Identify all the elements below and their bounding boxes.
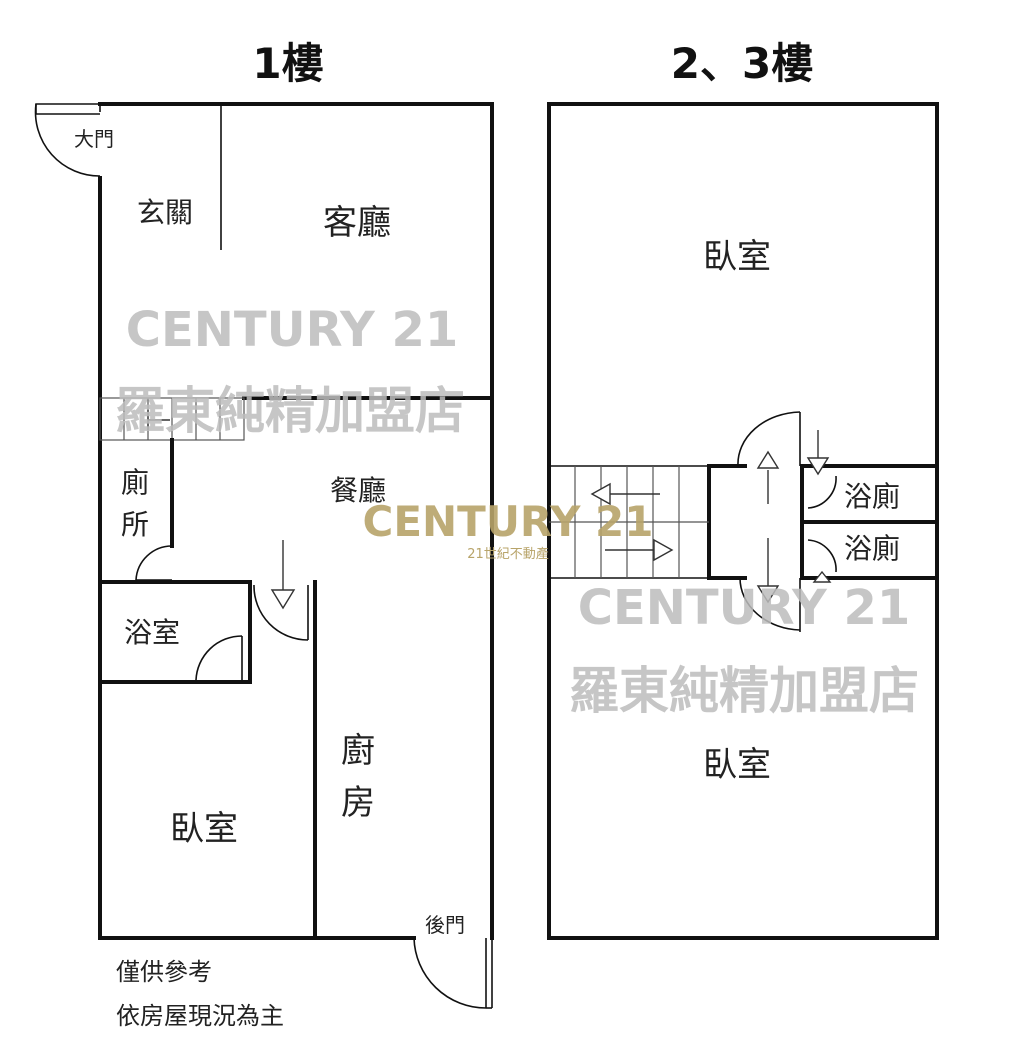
dining-room-label: 餐廳 [330, 474, 386, 507]
floor1-bedroom-label: 臥室 [170, 809, 238, 849]
floor23-plan [547, 102, 939, 940]
disclaimer-line-1: 僅供參考 [116, 958, 212, 986]
bath-top-label: 浴廁 [844, 480, 900, 513]
living-room-label: 客廳 [323, 203, 391, 243]
watermark-store-right: 羅東純精加盟店 [569, 662, 919, 720]
bath-bottom-door [807, 539, 837, 573]
toilet-label-2: 所 [121, 508, 149, 541]
kitchen-label-2: 房 [341, 783, 375, 823]
floor23-title: 2、3樓 [671, 39, 813, 88]
floor23-bedroom-bottom-label: 臥室 [703, 745, 771, 785]
main-door-label: 大門 [74, 127, 114, 151]
back-door-swing [413, 937, 487, 1009]
watermark-store-left: 羅東純精加盟店 [115, 382, 465, 440]
bath-door-swing [195, 635, 243, 681]
back-door-label: 後門 [425, 913, 465, 937]
floor23-stairs [549, 466, 709, 578]
watermark-brand-right: CENTURY 21 [578, 580, 911, 636]
toilet-label-1: 廁 [121, 466, 149, 499]
kitchen-label-1: 廚 [341, 731, 375, 771]
toilet-door-swing [135, 545, 173, 581]
watermark-sub-center: 21世紀不動產 [467, 546, 549, 562]
floor1-plan [34, 102, 494, 1009]
disclaimer-line-2: 依房屋現況為主 [116, 1002, 284, 1030]
watermark-brand-left: CENTURY 21 [126, 302, 459, 358]
upper-hall-door [737, 411, 801, 467]
entry-label: 玄關 [137, 196, 193, 229]
bath-label: 浴室 [124, 616, 180, 649]
watermark-brand-center: CENTURY 21 [363, 497, 654, 546]
lower-hall-door [739, 577, 801, 631]
bath-top-door [807, 475, 837, 509]
floor23-bedroom-top-label: 臥室 [703, 237, 771, 277]
bath-bottom-label: 浴廁 [844, 532, 900, 565]
kitchen-door-swing [253, 584, 309, 641]
floor1-title: 1樓 [252, 39, 323, 88]
